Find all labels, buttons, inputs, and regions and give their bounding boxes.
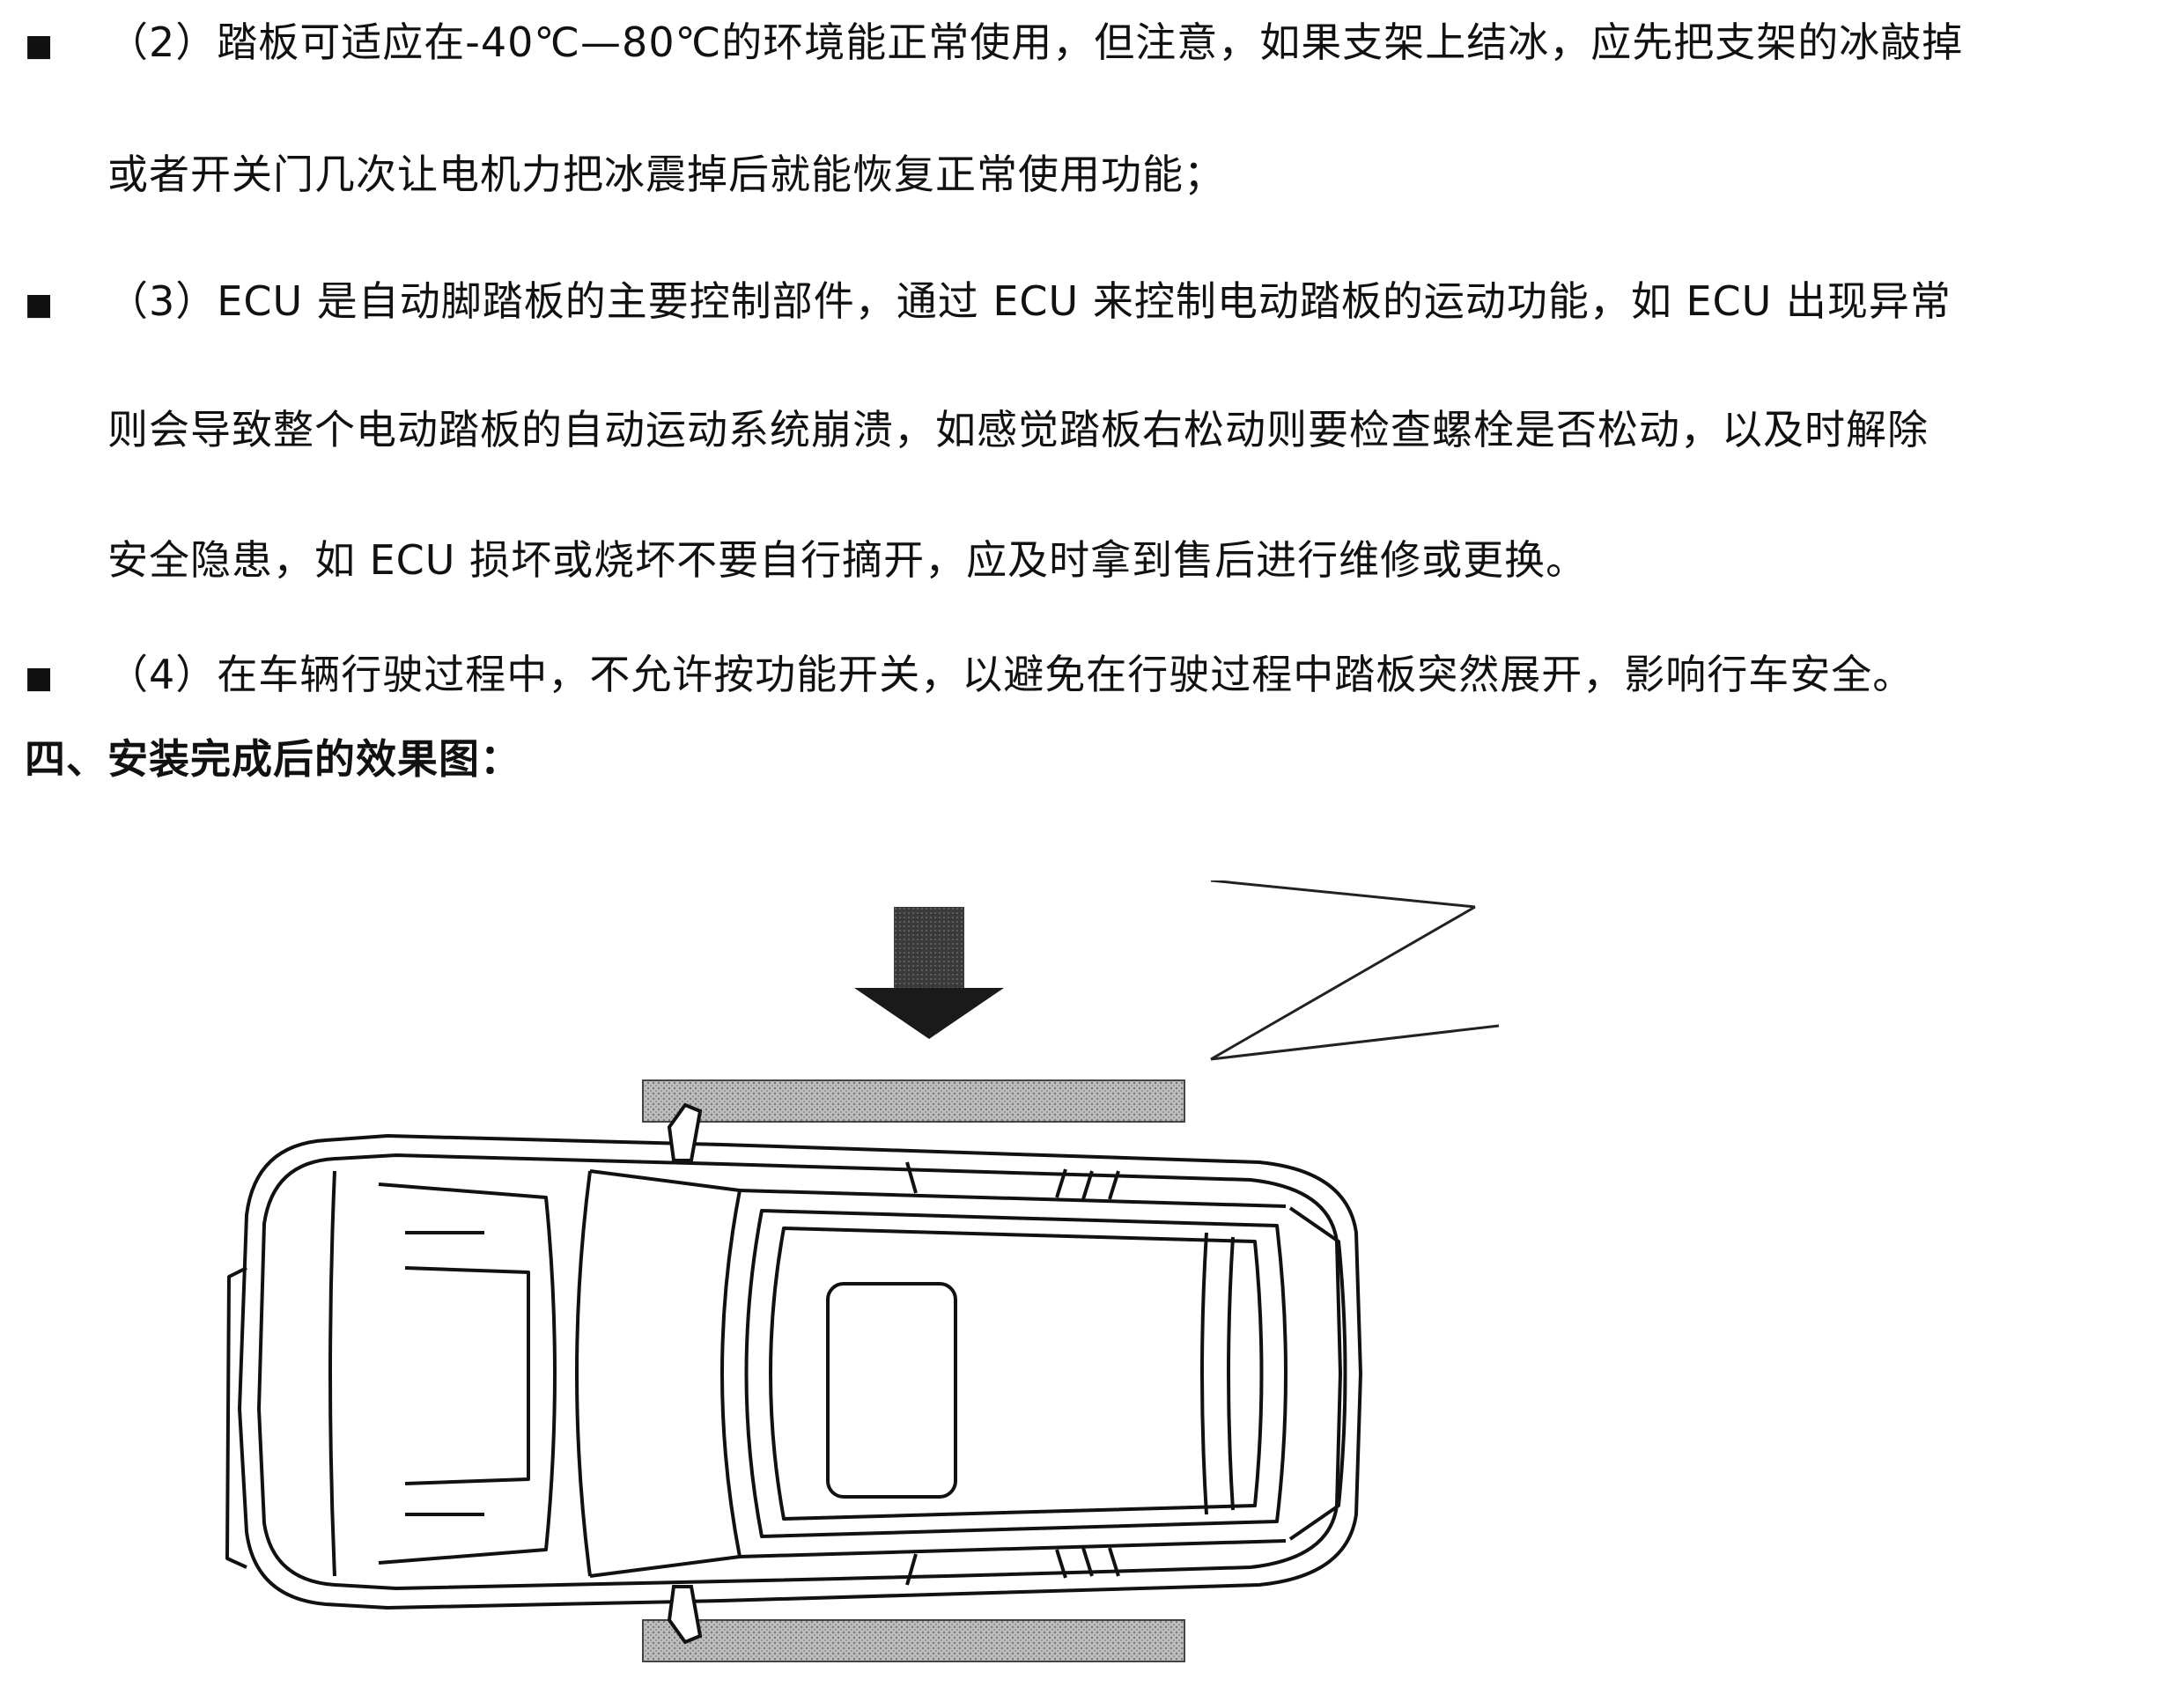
item-3-line-1: （3）ECU 是自动脚踏板的主要控制部件，通过 ECU 来控制电动踏板的运动功能… bbox=[107, 277, 1952, 325]
item-4-line-1: （4）在车辆行驶过程中，不允许按功能开关，以避免在行驶过程中踏板突然展开，影响行… bbox=[107, 651, 1915, 698]
bullet-marker: ■ bbox=[25, 287, 54, 322]
running-board-top bbox=[642, 1079, 1185, 1123]
side-mirror-icon bbox=[667, 1102, 703, 1645]
item-3-line-3: 安全隐患，如 ECU 损坏或烧坏不要自行摘开，应及时拿到售后进行维修或更换。 bbox=[107, 536, 1588, 584]
down-arrow-icon bbox=[854, 907, 1004, 1039]
section-heading: 四、安装完成后的效果图： bbox=[25, 735, 521, 783]
bullet-marker: ■ bbox=[25, 28, 54, 63]
running-board-bottom bbox=[642, 1619, 1185, 1662]
car-body-outline bbox=[225, 1134, 1362, 1610]
callout-wedge-lines bbox=[1210, 880, 1500, 1061]
item-3-line-2: 则会导致整个电动踏板的自动运动系统崩溃，如感觉踏板右松动则要检查螺栓是否松动，以… bbox=[107, 406, 1929, 453]
item-2-line-1: （2）踏板可适应在-40℃—80℃的环境能正常使用，但注意，如果支架上结冰，应先… bbox=[107, 18, 1964, 66]
bullet-marker: ■ bbox=[25, 660, 54, 696]
car-top-view-figure bbox=[225, 880, 1500, 1662]
item-2-line-2: 或者开关门几次让电机力把冰震掉后就能恢复正常使用功能； bbox=[107, 151, 1225, 198]
